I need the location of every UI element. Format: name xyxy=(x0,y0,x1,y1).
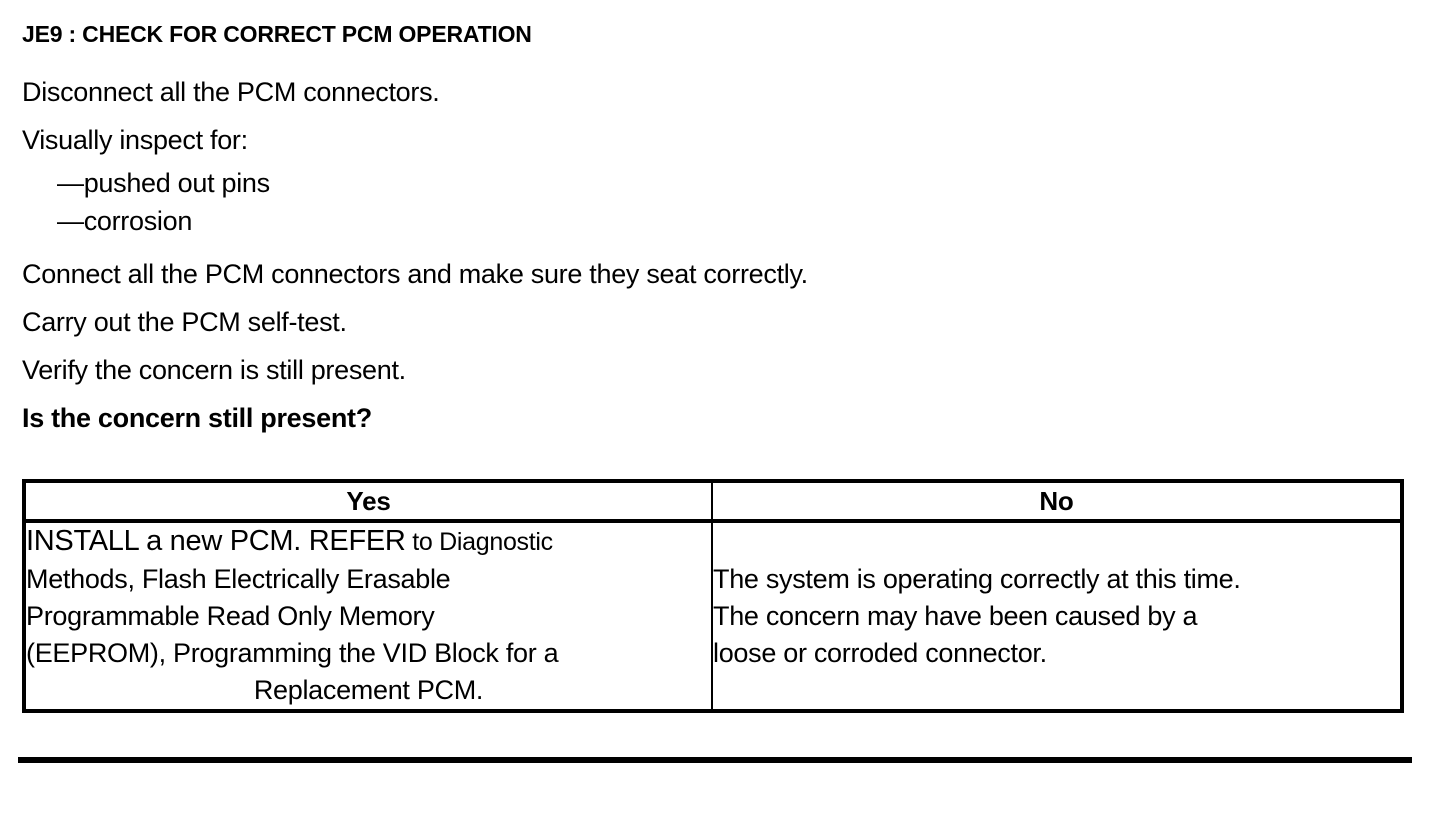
instruction-line-inspect: Visually inspect for: xyxy=(22,125,248,155)
instruction-bullet-corrosion: —corrosion xyxy=(57,206,193,236)
no-line-1: The system is operating correctly at thi… xyxy=(713,563,1241,594)
instruction-line-connect: Connect all the PCM connectors and make … xyxy=(22,259,808,289)
instruction-line-self-test: Carry out the PCM self-test. xyxy=(22,307,347,337)
instruction-line-disconnect: Disconnect all the PCM connectors. xyxy=(22,77,440,107)
decision-table: Yes No INSTALL a new PCM. REFER to Diagn… xyxy=(22,479,1404,713)
cell-no-action: The system is operating correctly at thi… xyxy=(711,520,1403,712)
table-header-row: Yes No xyxy=(23,480,1403,523)
instruction-bullet-pushed-out-pins: —pushed out pins xyxy=(57,168,270,198)
no-line-2: The concern may have been caused by a xyxy=(713,600,1198,631)
page-title: JE9 : CHECK FOR CORRECT PCM OPERATION xyxy=(22,21,532,47)
yes-line-1: INSTALL a new PCM. REFER to Diagnostic xyxy=(26,523,711,561)
no-line-3: loose or corroded connector. xyxy=(713,637,1047,668)
decision-question: Is the concern still present? xyxy=(22,403,372,433)
section-divider-rule xyxy=(18,757,1412,763)
yes-line-2: Methods, Flash Electrically Erasable xyxy=(26,564,451,594)
column-header-yes: Yes xyxy=(23,480,713,523)
yes-line-4: (EEPROM), Programming the VID Block for … xyxy=(26,638,559,668)
column-header-no: No xyxy=(711,480,1403,523)
yes-line-5: Replacement PCM. xyxy=(253,675,484,705)
instruction-list: Disconnect all the PCM connectors. Visua… xyxy=(22,68,1412,442)
instruction-line-verify: Verify the concern is still present. xyxy=(22,355,406,385)
cell-yes-action: INSTALL a new PCM. REFER to Diagnostic M… xyxy=(23,520,713,712)
yes-line-3: Programmable Read Only Memory xyxy=(26,601,435,631)
yes-line-1-lead: INSTALL a new PCM. REFER xyxy=(26,525,406,557)
table-row: INSTALL a new PCM. REFER to Diagnostic M… xyxy=(23,520,1403,712)
yes-line-1-rest: to Diagnostic xyxy=(405,528,553,556)
